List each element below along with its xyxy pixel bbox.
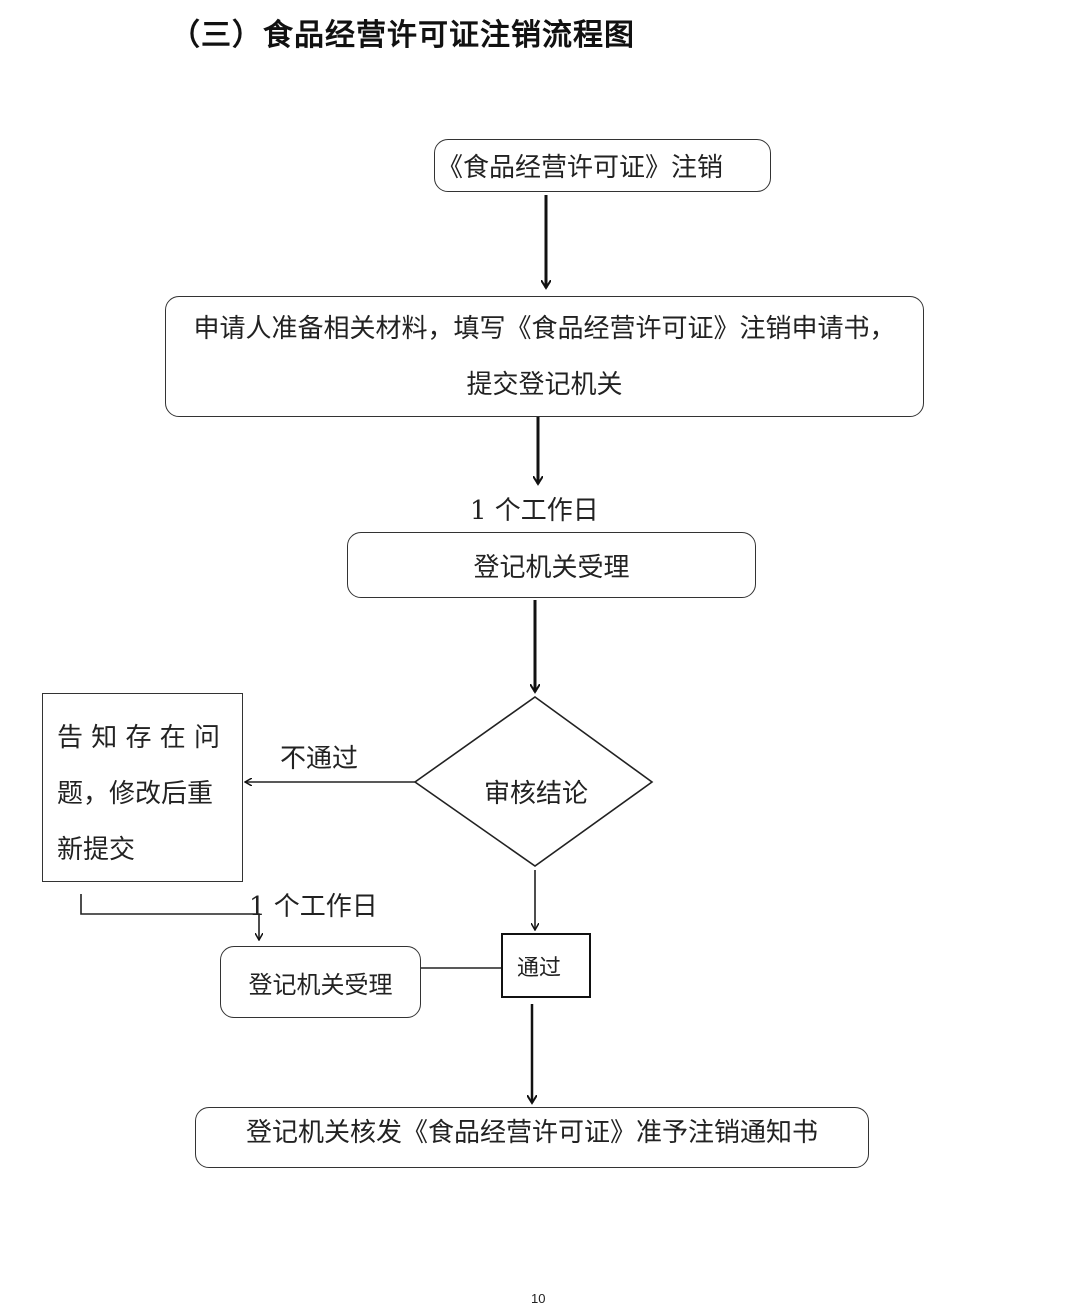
accept-node: 登记机关受理 <box>347 532 756 598</box>
reject-node-line1: 告 知 存 在 问 <box>57 723 221 753</box>
edge-label-fail: 不通过 <box>280 744 359 774</box>
edge-label-days2: 1 个工作日 <box>249 892 378 922</box>
edge-label-days1: 1 个工作日 <box>470 496 599 526</box>
issue-node: 登记机关核发《食品经营许可证》准予注销通知书 <box>195 1107 869 1168</box>
reject-node-line2: 题，修改后重 <box>57 779 214 809</box>
reject-node: 告 知 存 在 问 题，修改后重 新提交 <box>42 693 243 882</box>
accept2-node-label: 登记机关受理 <box>248 970 393 999</box>
arrow-reject-to-accept2 <box>80 894 259 940</box>
apply-node: 申请人准备相关材料，填写《食品经营许可证》注销申请书， 提交登记机关 <box>165 296 924 417</box>
apply-node-line1: 申请人准备相关材料，填写《食品经营许可证》注销申请书， <box>193 313 896 344</box>
reject-node-line3: 新提交 <box>57 835 136 865</box>
page-number: 10 <box>531 1291 546 1306</box>
pass-node-label: 通过 <box>517 955 562 981</box>
pass-node: 通过 <box>501 933 591 998</box>
accept-node-label: 登记机关受理 <box>473 552 630 583</box>
review-node-label: 审核结论 <box>484 779 589 809</box>
page-title: （三）食品经营许可证注销流程图 <box>170 18 635 53</box>
start-node-label: 《食品经营许可证》注销 <box>437 153 724 183</box>
start-node: 《食品经营许可证》注销 <box>434 139 771 192</box>
issue-node-label: 登记机关核发《食品经营许可证》准予注销通知书 <box>245 1118 818 1148</box>
accept2-node: 登记机关受理 <box>220 946 421 1018</box>
apply-node-line2: 提交登记机关 <box>466 369 623 400</box>
